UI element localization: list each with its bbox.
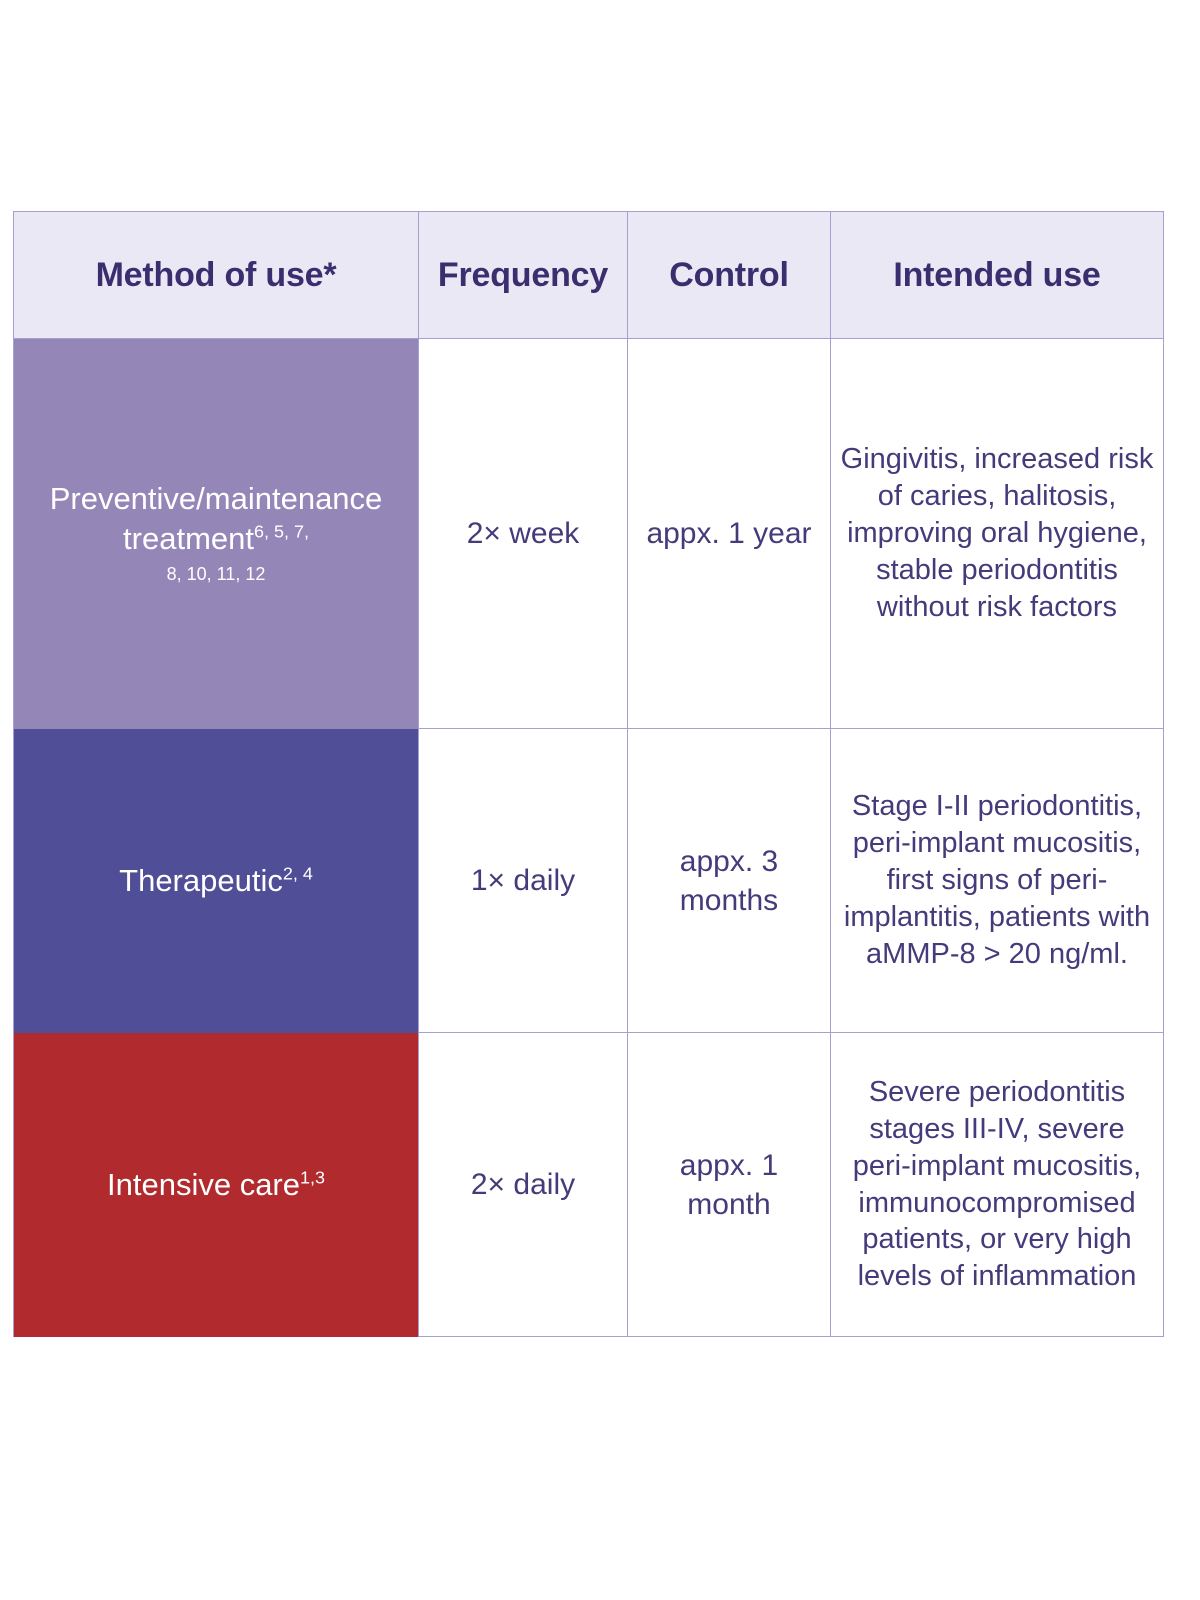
method-references-intensive: 1,3 xyxy=(300,1167,325,1188)
table-row: Preventive/maintenance treatment6, 5, 7,… xyxy=(13,338,1164,729)
method-references-preventive: 6, 5, 7, xyxy=(254,521,309,542)
cell-frequency-therapeutic: 1× daily xyxy=(418,728,628,1033)
cell-method-therapeutic: Therapeutic2, 4 xyxy=(13,728,419,1033)
cell-frequency-intensive: 2× daily xyxy=(418,1032,628,1337)
treatment-protocol-table-container: Method of use* Frequency Control Intende… xyxy=(13,211,1164,1337)
method-label-intensive: Intensive care xyxy=(107,1166,300,1202)
column-header-method-of-use: Method of use* xyxy=(13,211,419,339)
table-row: Therapeutic2, 4 1× daily appx. 3 months … xyxy=(13,728,1164,1033)
method-label-therapeutic: Therapeutic xyxy=(119,862,283,898)
cell-intended-use-intensive: Severe periodontitis stages III-IV, seve… xyxy=(830,1032,1164,1337)
method-label-preventive: Preventive/maintenance treatment xyxy=(49,481,383,556)
cell-control-intensive: appx. 1 month xyxy=(627,1032,831,1337)
table-row: Intensive care1,3 2× daily appx. 1 month… xyxy=(13,1032,1164,1337)
header-row: Method of use* Frequency Control Intende… xyxy=(13,211,1164,339)
column-header-frequency: Frequency xyxy=(418,211,628,339)
cell-intended-use-therapeutic: Stage I-II periodontitis, peri-implant m… xyxy=(830,728,1164,1033)
cell-control-therapeutic: appx. 3 months xyxy=(627,728,831,1033)
column-header-control: Control xyxy=(627,211,831,339)
treatment-protocol-table: Method of use* Frequency Control Intende… xyxy=(13,211,1164,1337)
cell-intended-use-preventive: Gingivitis, increased risk of caries, ha… xyxy=(830,338,1164,729)
method-references-therapeutic: 2, 4 xyxy=(282,863,313,884)
column-header-intended-use: Intended use xyxy=(830,211,1164,339)
cell-control-preventive: appx. 1 year xyxy=(627,338,831,729)
table-body: Preventive/maintenance treatment6, 5, 7,… xyxy=(13,338,1164,1337)
cell-method-intensive: Intensive care1,3 xyxy=(13,1032,419,1337)
cell-frequency-preventive: 2× week xyxy=(418,338,628,729)
table-header: Method of use* Frequency Control Intende… xyxy=(13,211,1164,339)
method-references-preventive-line2: 8, 10, 11, 12 xyxy=(166,563,266,584)
cell-method-preventive: Preventive/maintenance treatment6, 5, 7,… xyxy=(13,338,419,729)
